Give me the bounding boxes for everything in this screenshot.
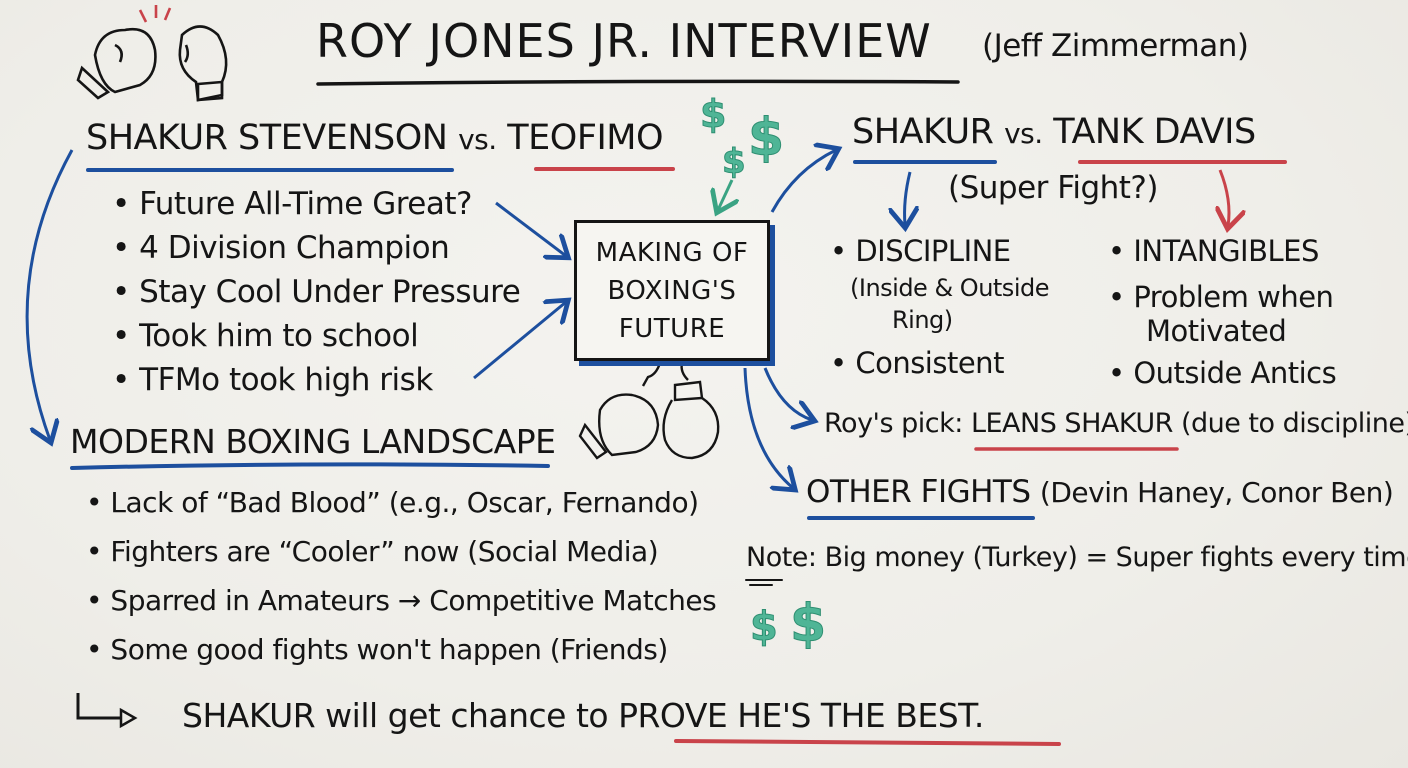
roys-pick: Roy's pick: LEANS SHAKUR (due to discipl… (824, 408, 1408, 439)
section-heading-modern-landscape: MODERN BOXING LANDSCAPE (70, 422, 556, 461)
section-heading-shakur-tank: SHAKUR vs. TANK DAVIS (852, 112, 1256, 152)
arrow-shakur-down (905, 171, 910, 225)
arrow-tank-down (1220, 169, 1229, 226)
list-item: • TFMo took high risk (112, 362, 433, 398)
roys-pick-label: Roy's pick: (824, 408, 963, 439)
modern-landscape-underline (70, 462, 550, 470)
list-item: • Took him to school (112, 318, 419, 354)
other-fights: OTHER FIGHTS (Devin Haney, Conor Ben) (806, 474, 1394, 510)
heading-teofimo: TEOFIMO (507, 118, 664, 158)
center-box-line: FUTURE (618, 313, 726, 344)
heading-shakur-stevenson: SHAKUR STEVENSON (86, 118, 448, 158)
heading-vs: vs. (458, 123, 497, 156)
list-item: • Fighters are “Cooler” now (Social Medi… (86, 535, 659, 568)
boxing-gloves-icon (76, 5, 228, 102)
page-title: ROY JONES JR. INTERVIEW (316, 14, 932, 68)
dollar-sign-icon: $ (722, 142, 747, 183)
note-text: : Big money (Turkey) = Super fights ever… (807, 542, 1408, 573)
list-item-discipline: • DISCIPLINE (830, 234, 1011, 268)
note-underline (745, 579, 783, 586)
roys-pick-reason: (due to discipline) (1180, 408, 1408, 439)
list-item: • Lack of “Bad Blood” (e.g., Oscar, Fern… (86, 486, 699, 519)
note-label: Note (746, 542, 808, 573)
heading-shakur: SHAKUR (852, 112, 994, 152)
dollar-sign-icon: $ (789, 594, 827, 655)
discipline-note: (Inside & Outside (850, 274, 1049, 302)
list-item-problem-when-motivated: • Problem when (1108, 280, 1334, 314)
dollar-sign-icon: $ (699, 92, 727, 137)
section-heading-shakur-teofimo: SHAKUR STEVENSON vs. TEOFIMO (86, 118, 664, 158)
arrow-box-to-other-fights (743, 367, 793, 488)
arrow-money-to-box (718, 179, 732, 210)
title-underline (316, 79, 960, 86)
heading-tank-davis: TANK DAVIS (1053, 112, 1256, 152)
conclusion: SHAKUR will get chance to PROVE HE'S THE… (182, 696, 984, 735)
list-item-outside-antics: • Outside Antics (1108, 356, 1337, 390)
other-fights-heading: OTHER FIGHTS (806, 474, 1031, 510)
prove-best-underline (674, 739, 1061, 746)
list-item-intangibles: • INTANGIBLES (1108, 234, 1319, 268)
modern-landscape-bullet-list: • Lack of “Bad Blood” (e.g., Oscar, Fern… (86, 478, 717, 674)
roys-pick-value: LEANS SHAKUR (970, 408, 1173, 439)
conclusion-arrow (76, 693, 120, 720)
arrow-to-modern-landscape (25, 149, 74, 440)
note: Note: Big money (Turkey) = Super fights … (746, 542, 1408, 573)
list-item: • Sparred in Amateurs → Competitive Matc… (86, 584, 717, 617)
dollar-sign-icon: $ (747, 108, 785, 169)
boxing-gloves-icon (578, 362, 720, 460)
arrow-box-to-pick (763, 367, 812, 420)
dollar-sign-icon: $ (750, 604, 779, 651)
heading-vs: vs. (1004, 117, 1043, 150)
center-box-line: BOXING'S (607, 275, 737, 306)
super-fight-subheading: (Super Fight?) (948, 170, 1159, 206)
center-box-making-of-boxings-future: MAKING OF BOXING'S FUTURE (574, 220, 770, 361)
center-box-line: MAKING OF (595, 237, 749, 268)
page-subtitle: (Jeff Zimmerman) (982, 28, 1249, 64)
list-item: • 4 Division Champion (112, 230, 450, 266)
discipline-note: Ring) (892, 306, 953, 334)
list-item-consistent: • Consistent (830, 346, 1004, 380)
shakur-teofimo-bullet-list: • Future All-Time Great? • 4 Division Ch… (112, 182, 521, 402)
list-item: • Some good fights won't happen (Friends… (86, 633, 668, 666)
conclusion-prefix: SHAKUR will get chance to (182, 696, 609, 735)
conclusion-highlight: PROVE HE'S THE BEST. (618, 696, 984, 735)
list-item: • Future All-Time Great? (112, 186, 472, 222)
problem-when-motivated-cont: Motivated (1146, 314, 1287, 348)
other-fights-detail: (Devin Haney, Conor Ben) (1039, 476, 1394, 509)
list-item: • Stay Cool Under Pressure (112, 274, 521, 310)
